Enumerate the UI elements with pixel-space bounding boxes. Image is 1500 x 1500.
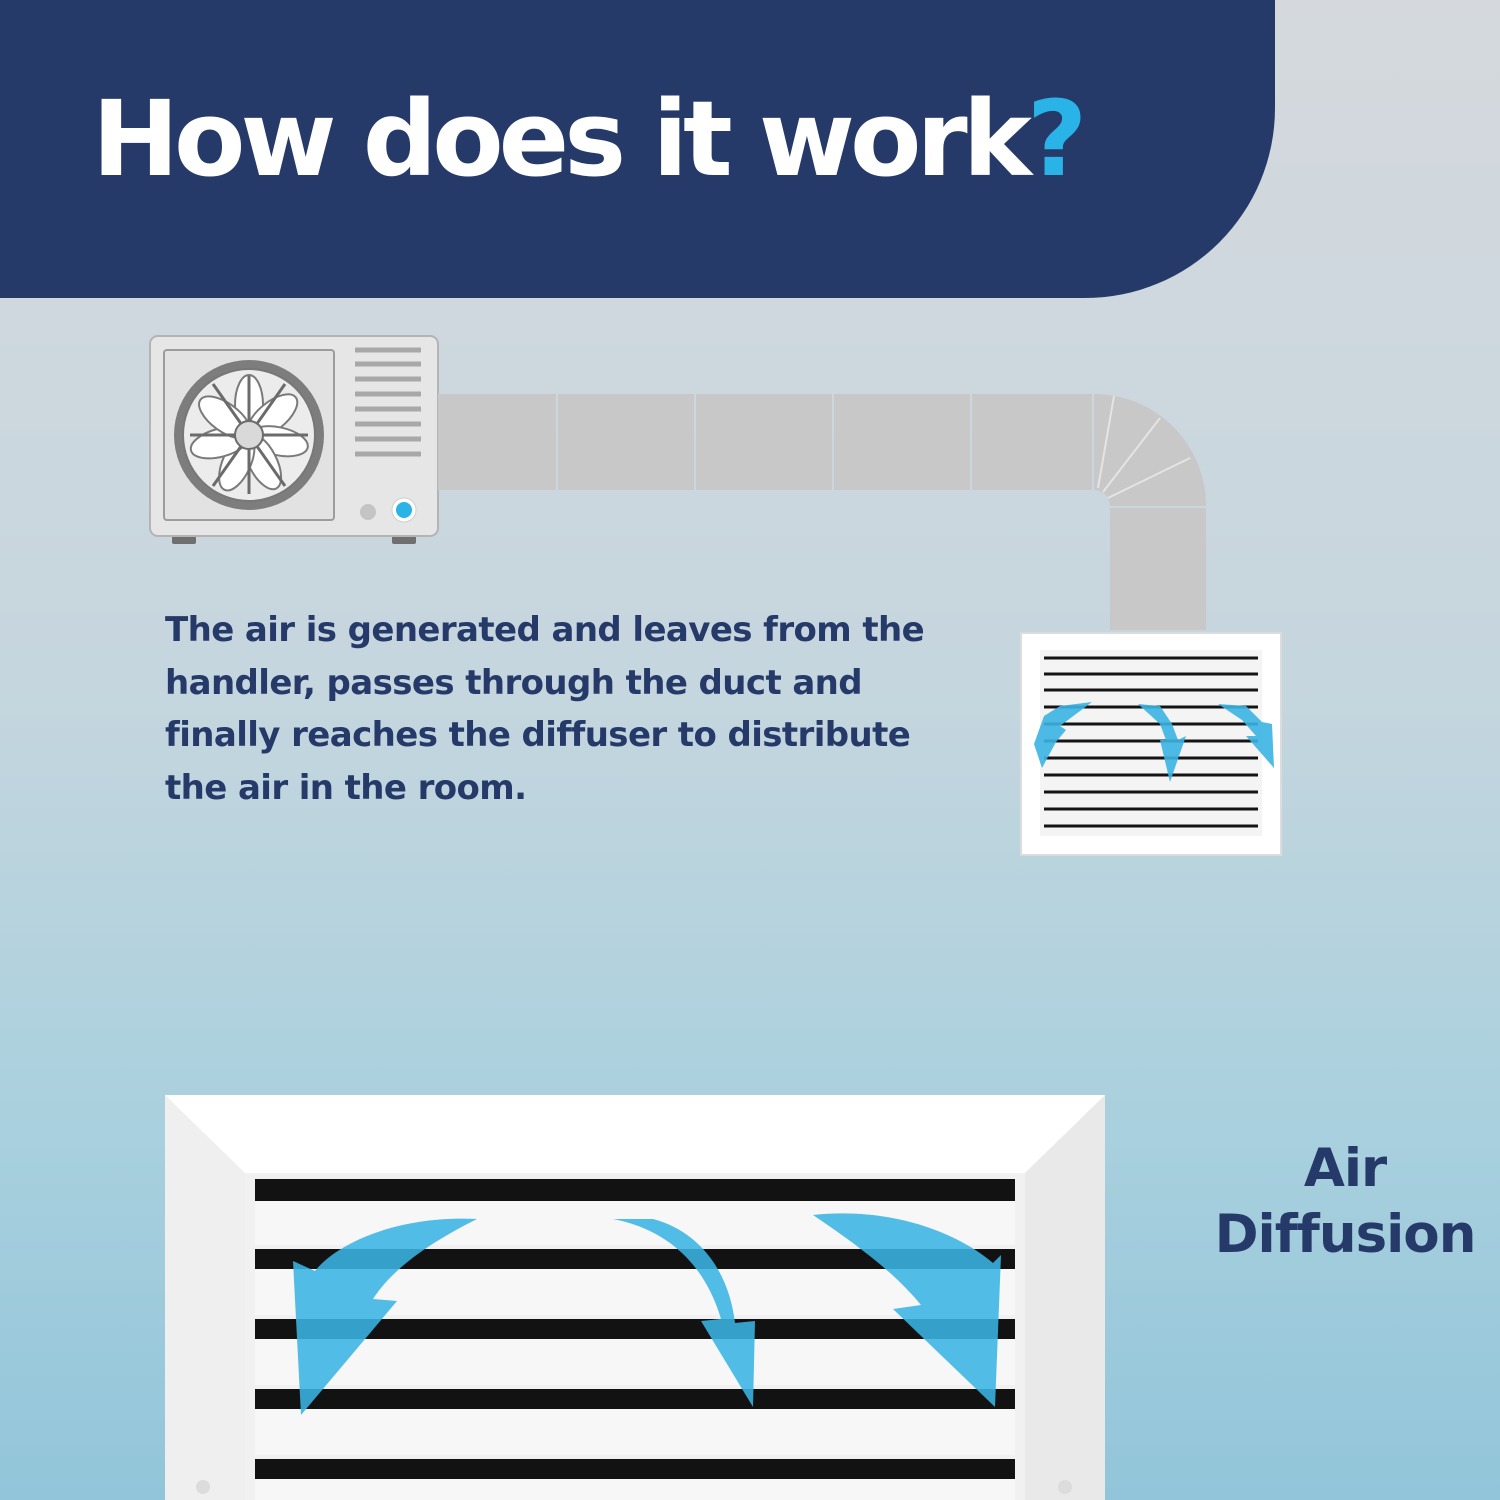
duct-icon: [438, 394, 1206, 630]
diffuser-icon: [1020, 632, 1282, 856]
air-diffusion-label-line1: Air: [1303, 1138, 1387, 1199]
page-title: How does it work?: [92, 78, 1087, 200]
airflow-arrow-icon: [293, 1213, 1001, 1415]
question-mark: ?: [1026, 78, 1087, 200]
air-diffusion-label: Air Diffusion: [1195, 1136, 1495, 1268]
header-banner: How does it work?: [0, 0, 1275, 298]
diffuser-closeup-icon: [165, 1095, 1105, 1500]
air-diffusion-label-line2: Diffusion: [1214, 1204, 1477, 1265]
page-title-text: How does it work: [92, 78, 1032, 200]
description-text: The air is generated and leaves from the…: [165, 610, 925, 808]
air-handler-unit-icon: [149, 335, 439, 544]
